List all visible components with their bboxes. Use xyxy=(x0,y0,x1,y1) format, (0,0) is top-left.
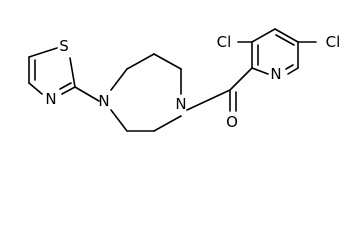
atom-n-pyridine: N xyxy=(270,65,281,83)
bond-pip-2 xyxy=(153,53,182,70)
atom-s-thiazole: S xyxy=(59,37,69,55)
bond-thz-c2-s xyxy=(69,57,76,88)
atom-n-piperazine-right: N xyxy=(175,95,186,113)
atom-cl-left: Cl xyxy=(217,33,232,51)
molecule-drawing: Cl Cl N O N N S N xyxy=(28,28,340,132)
bond-c2-carbonyl xyxy=(229,67,253,91)
atom-cl-right: Cl xyxy=(326,33,341,51)
bond-thz-n-c2-double xyxy=(59,82,72,90)
atom-n-thiazole: N xyxy=(45,90,56,108)
bond-pip-7 xyxy=(153,115,182,132)
bond-pip-3 xyxy=(126,53,155,70)
bond-c4-c5 xyxy=(274,28,299,43)
bond-n-thiazole xyxy=(74,86,100,102)
bond-pip-5 xyxy=(110,109,128,132)
bonds xyxy=(28,28,317,132)
atom-n-piperazine-left: N xyxy=(98,92,109,110)
bond-c6-n-double xyxy=(285,64,294,70)
bond-thz-s-c5 xyxy=(28,47,58,58)
bond-c6-n xyxy=(287,67,299,75)
bond-c3-c4 xyxy=(251,28,276,43)
structure-diagram: Cl Cl N O N N S N xyxy=(28,28,340,132)
atom-o-carbonyl: O xyxy=(226,113,238,131)
bond-c4-c5-double xyxy=(275,34,295,46)
atom-labels: Cl Cl N O N N S N xyxy=(45,33,340,131)
bond-pip-4 xyxy=(110,68,128,91)
bond-carbonyl-n xyxy=(186,89,231,111)
bond-thz-n-c2 xyxy=(61,86,76,95)
bond-thz-c4-n xyxy=(28,82,43,95)
bond-n-c2 xyxy=(251,67,269,75)
